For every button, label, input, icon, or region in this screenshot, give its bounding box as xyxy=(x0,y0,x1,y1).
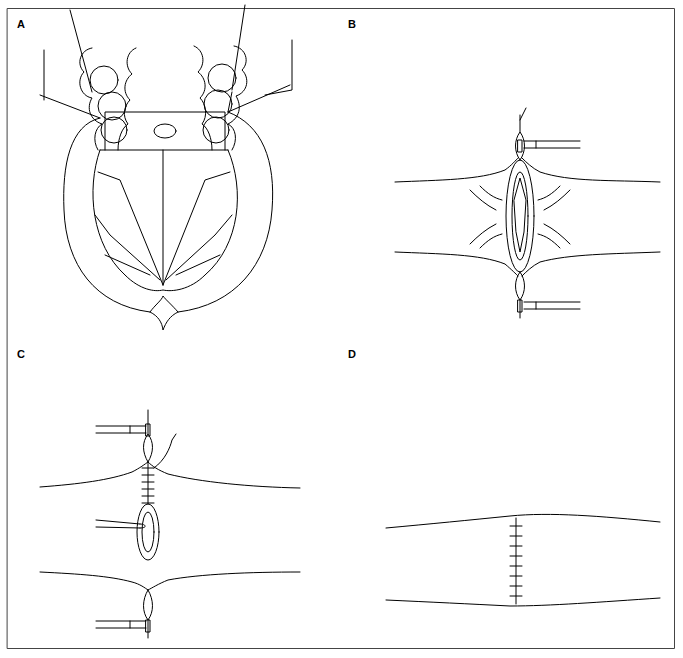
panel-letter: A xyxy=(17,19,25,30)
panel-letter: C xyxy=(17,349,25,360)
panel-letter: B xyxy=(348,19,356,30)
panel-d-drawing xyxy=(386,514,660,606)
panel-c-drawing xyxy=(40,410,300,638)
panel-a-drawing xyxy=(40,5,292,330)
panel-b-drawing xyxy=(395,108,660,318)
panel-letter: D xyxy=(348,349,356,360)
figure-frame xyxy=(8,9,675,649)
